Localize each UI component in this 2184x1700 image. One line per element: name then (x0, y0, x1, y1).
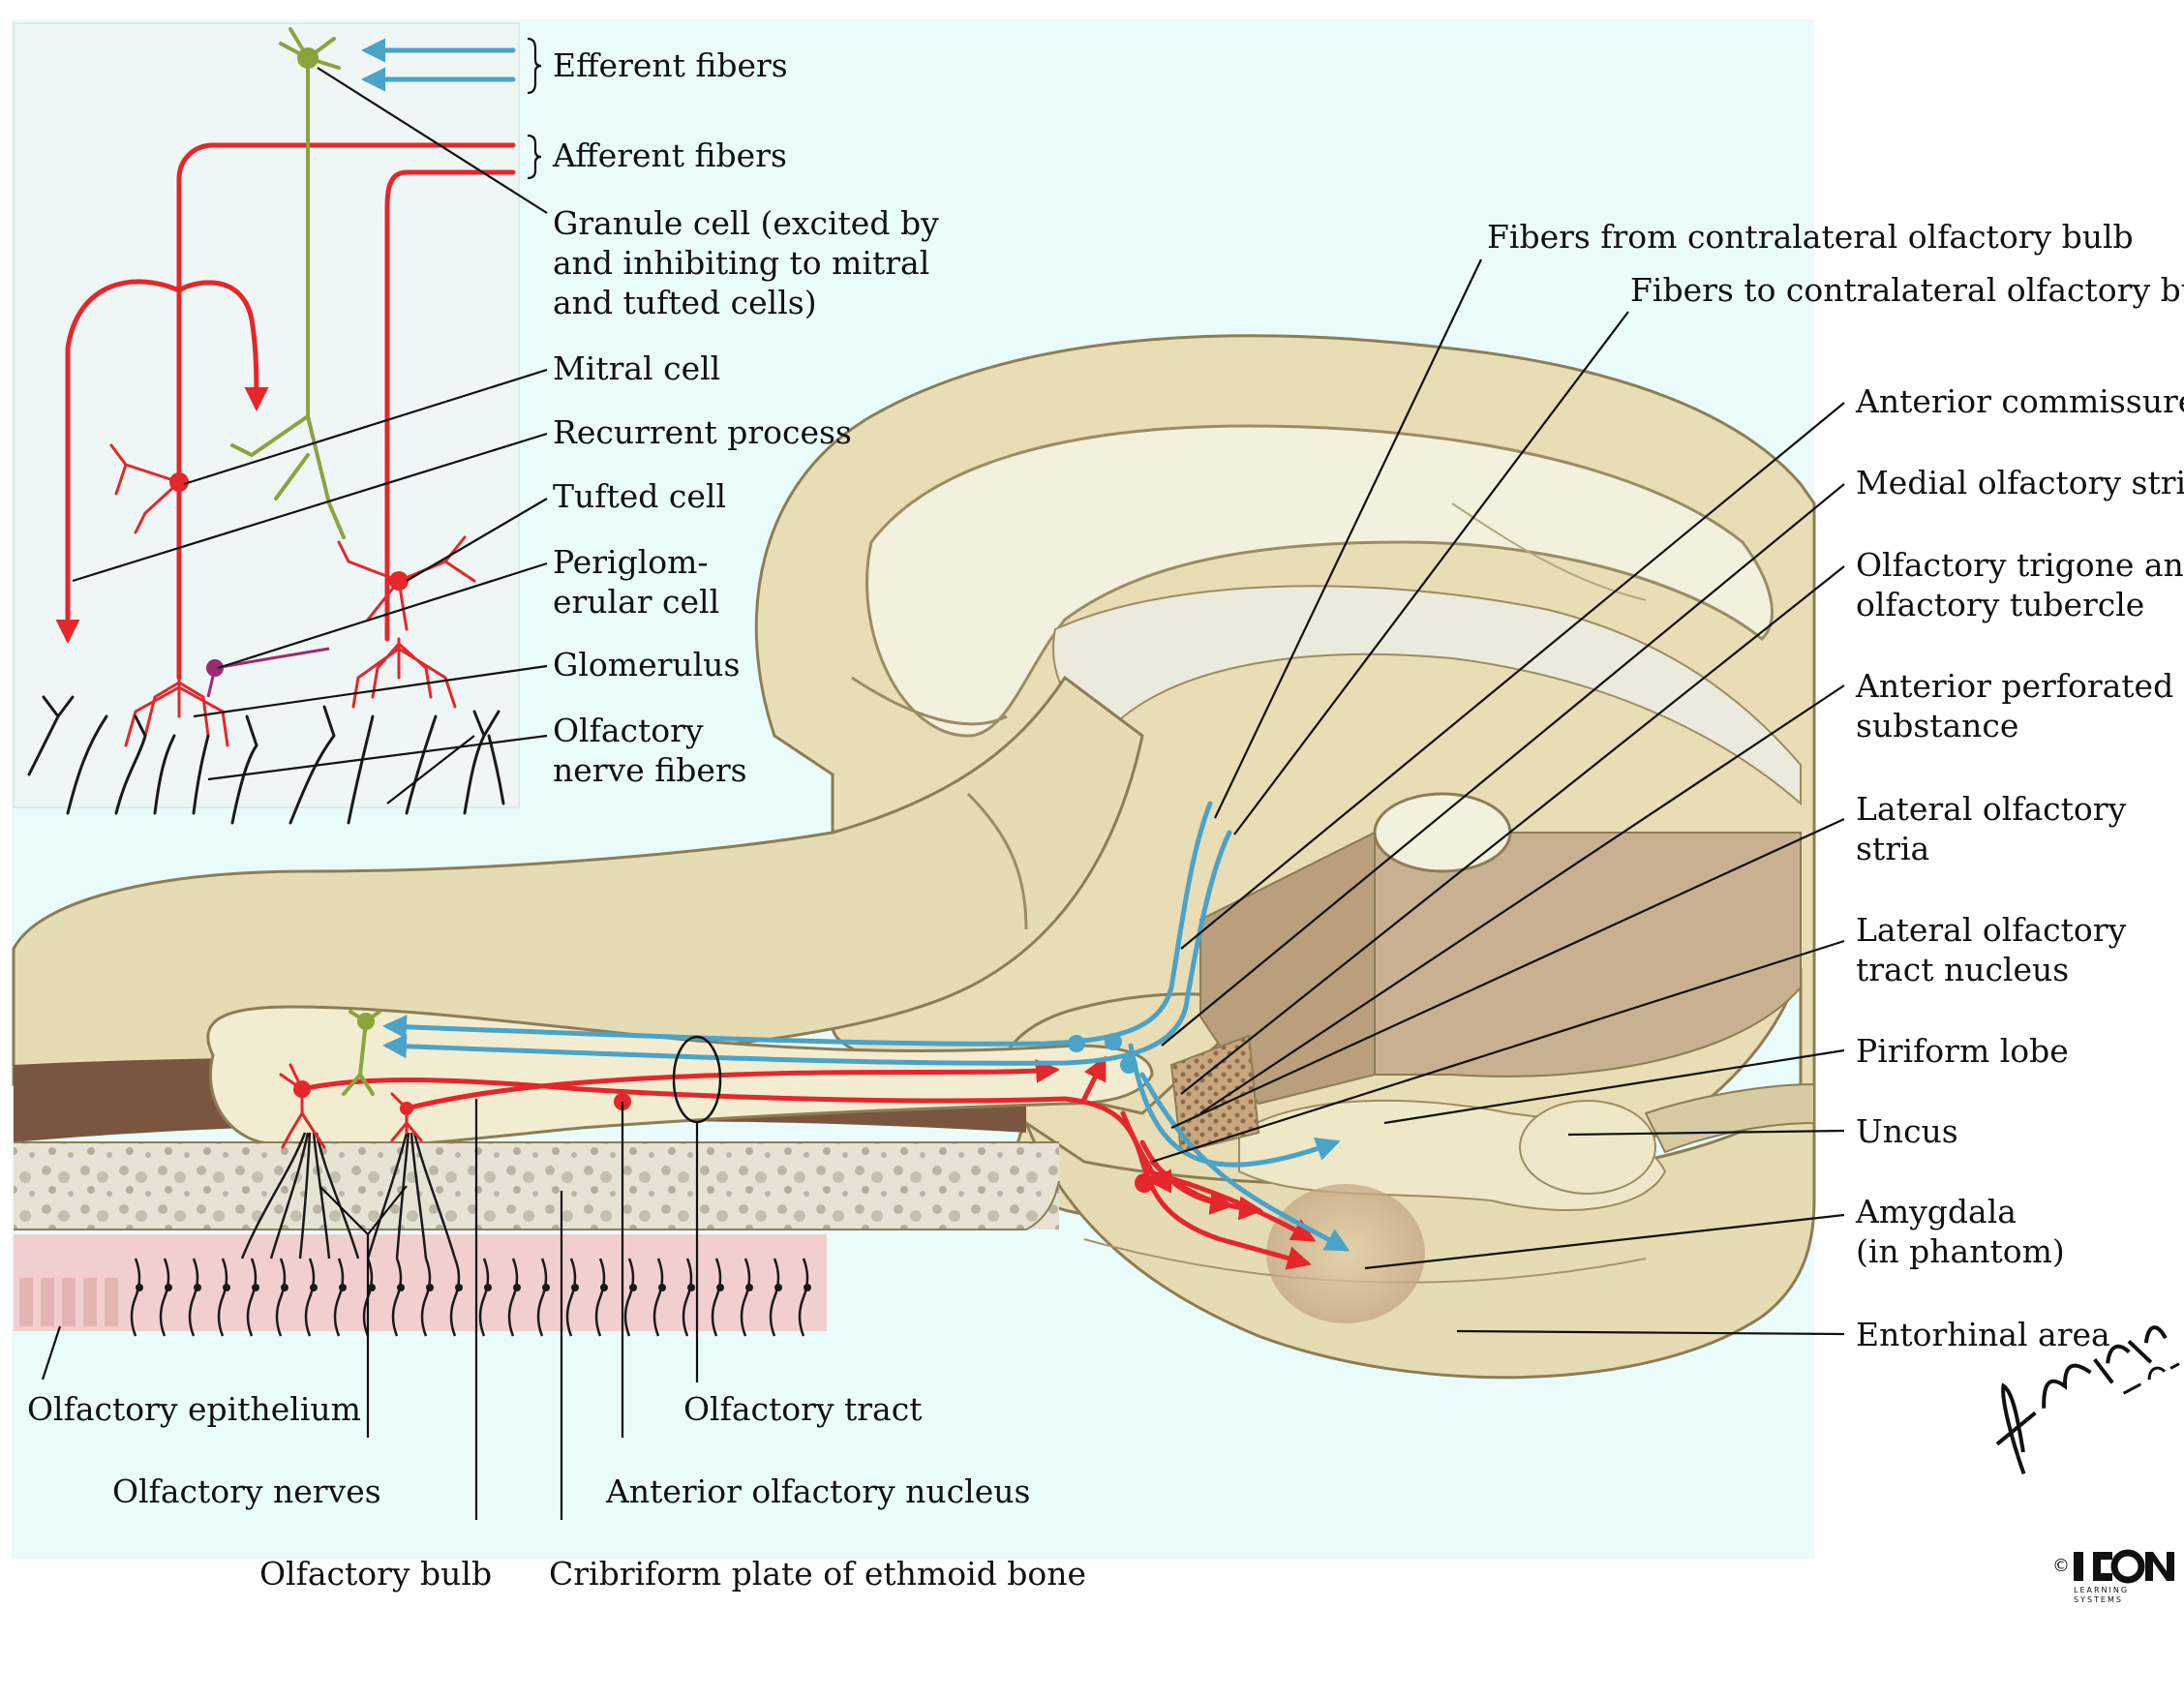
label-recurrent-process: Recurrent process (553, 413, 852, 451)
label-olfactory-nerves: Olfactory nerves (112, 1472, 381, 1510)
label-piriform-lobe: Piriform lobe (1856, 1032, 2069, 1070)
label-anterior-olfactory-nucleus: Anterior olfactory nucleus (605, 1472, 1030, 1510)
afferent-pathway (279, 1055, 1317, 1270)
label-lateral-stria-2: stria (1856, 830, 1929, 867)
olfactory-tract-marker (672, 1035, 722, 1124)
label-amygdala-2: (in phantom) (1856, 1232, 2065, 1270)
inset-panel (13, 22, 520, 808)
label-lot-nucleus-2: tract nucleus (1856, 951, 2069, 988)
label-granule-cell-1: Granule cell (excited by (553, 204, 939, 242)
olfactory-epithelium-band (14, 1234, 827, 1331)
artist-signature (1995, 1325, 2180, 1475)
label-efferent-fibers: Efferent fibers (553, 46, 788, 84)
efferent-pathway (342, 801, 1350, 1252)
leader-lines (41, 67, 1845, 1520)
publisher-logo: © LEARNING SYSTEMS (2052, 1549, 2174, 1604)
label-perforated-2: substance (1856, 707, 2018, 744)
svg-text:©: © (2052, 1556, 2070, 1576)
label-granule-cell-2: and inhibiting to mitral (553, 244, 929, 282)
label-amygdala-1: Amygdala (1855, 1193, 2017, 1230)
brain-medial-view (12, 334, 1816, 1380)
label-lateral-stria-1: Lateral olfactory (1856, 790, 2127, 828)
label-fibers-to: Fibers to contralateral olfactory bulb (1630, 271, 2184, 309)
label-olf-nerve-fibers-1: Olfactory (553, 712, 704, 749)
label-entorhinal: Entorhinal area (1856, 1316, 2110, 1353)
label-granule-cell-3: and tufted cells) (553, 284, 817, 321)
label-perforated-1: Anterior perforated (1855, 667, 2173, 705)
label-anterior-commissure: Anterior commissure (1855, 382, 2184, 420)
label-glomerulus: Glomerulus (553, 646, 740, 683)
label-trigone-1: Olfactory trigone and (1856, 546, 2184, 584)
lateral-olfactory-tract-nucleus-cell (1135, 1173, 1154, 1193)
label-uncus: Uncus (1856, 1112, 1958, 1150)
label-cribriform-plate: Cribriform plate of ethmoid bone (549, 1555, 1086, 1593)
inset-circuit (27, 27, 516, 825)
label-olf-nerve-fibers-2: nerve fibers (553, 751, 747, 789)
label-afferent-fibers: Afferent fibers (552, 137, 787, 174)
label-medial-stria: Medial olfactory stria (1856, 464, 2184, 501)
olfactory-receptor-cells (130, 1132, 811, 1337)
label-olfactory-epithelium: Olfactory epithelium (27, 1390, 361, 1428)
labels: Efferent fibers Afferent fibers Granule … (27, 46, 2184, 1593)
efferent-brace (527, 37, 542, 95)
label-trigone-2: olfactory tubercle (1856, 586, 2144, 623)
label-tufted-cell: Tufted cell (553, 477, 726, 515)
svg-text:SYSTEMS: SYSTEMS (2074, 1595, 2123, 1604)
afferent-brace (527, 134, 542, 180)
label-olfactory-bulb: Olfactory bulb (259, 1555, 492, 1593)
label-lot-nucleus-1: Lateral olfactory (1856, 911, 2127, 949)
label-periglomerular-2: erular cell (553, 583, 719, 621)
label-mitral-cell: Mitral cell (553, 349, 720, 387)
label-olfactory-tract: Olfactory tract (683, 1390, 922, 1428)
label-periglomerular-1: Periglom- (553, 543, 709, 581)
label-fibers-from: Fibers from contralateral olfactory bulb (1487, 218, 2134, 256)
svg-text:LEARNING: LEARNING (2074, 1586, 2129, 1594)
cribriform-plate (14, 1142, 1059, 1229)
